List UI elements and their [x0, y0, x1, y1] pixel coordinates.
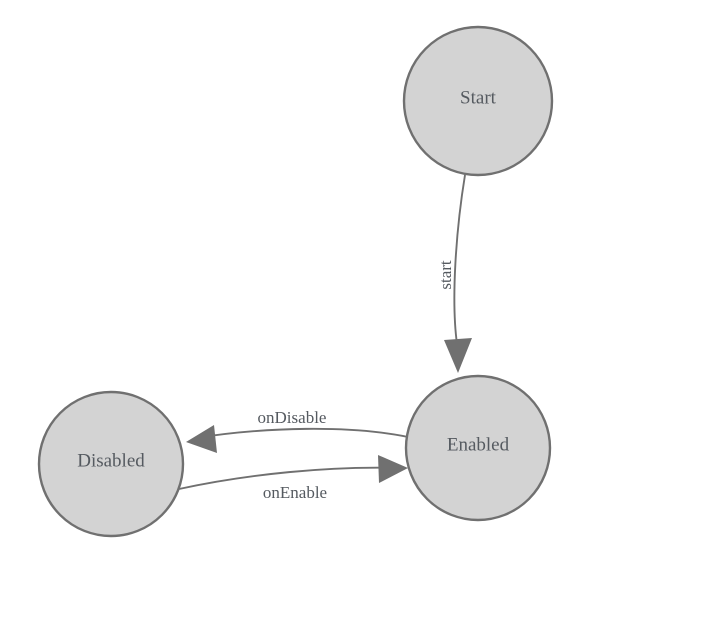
node-start[interactable]: Start	[402, 25, 554, 177]
edge-label-start: start	[436, 260, 455, 290]
node-disabled-label: Disabled	[77, 450, 145, 471]
edge-start-to-enabled-path	[453, 174, 466, 345]
node-disabled[interactable]: Disabled	[37, 390, 185, 538]
node-enabled-label: Enabled	[447, 434, 510, 455]
edge-enabled-to-disabled-path	[195, 427, 409, 439]
node-start-circle	[402, 25, 554, 177]
edge-label-on-enable: onEnable	[263, 483, 327, 502]
node-start-label: Start	[460, 87, 497, 108]
node-enabled[interactable]: Enabled	[404, 374, 552, 522]
edge-label-on-disable: onDisable	[258, 408, 327, 427]
node-enabled-circle	[404, 374, 552, 522]
edge-enabled-to-disabled-arrowhead	[186, 425, 217, 453]
node-disabled-circle	[37, 390, 185, 538]
edge-disabled-to-enabled-path	[178, 466, 399, 490]
edge-start-to-enabled-arrowhead	[444, 338, 472, 373]
edge-disabled-to-enabled[interactable]: onEnable	[178, 455, 408, 502]
edge-start-to-enabled[interactable]: start	[436, 174, 472, 373]
edge-enabled-to-disabled[interactable]: onDisable	[186, 408, 409, 453]
edge-disabled-to-enabled-arrowhead	[378, 455, 408, 483]
